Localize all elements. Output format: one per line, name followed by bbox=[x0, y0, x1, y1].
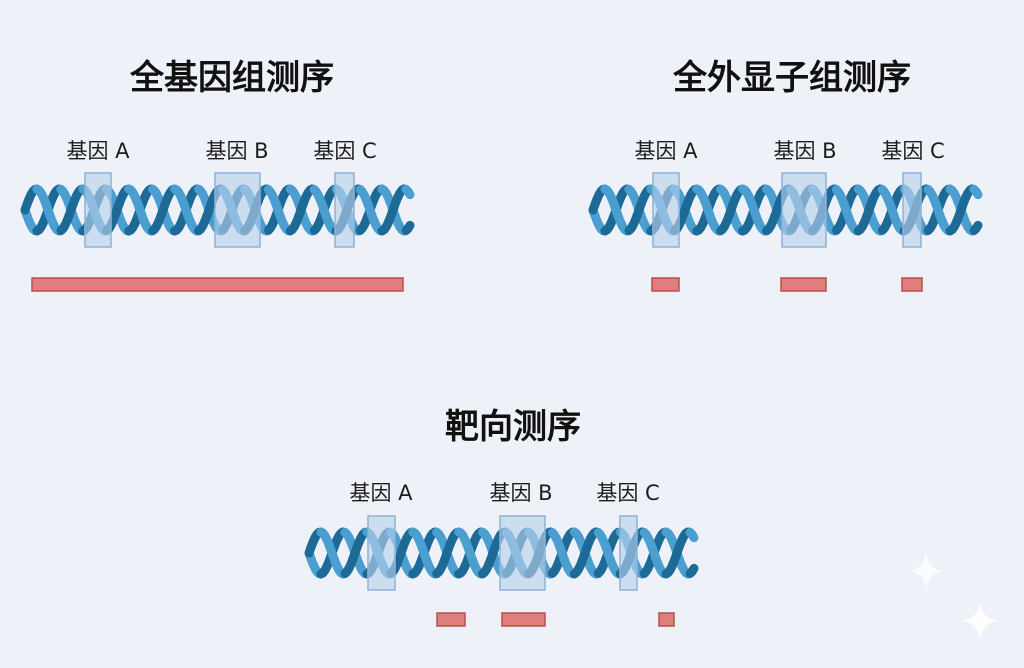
gene-label-b: 基因 B bbox=[773, 139, 836, 163]
sequencing-read-exon-b bbox=[780, 277, 827, 292]
gene-region-a bbox=[652, 172, 680, 248]
gene-region-b bbox=[781, 172, 827, 248]
panel-targeted: 靶向测序 基因 A 基因 B 基因 C bbox=[304, 407, 699, 627]
sequencing-read-exon-a bbox=[651, 277, 680, 292]
gene-region-c bbox=[619, 515, 638, 591]
dna-helix bbox=[20, 184, 415, 236]
panel-title: 靶向测序 bbox=[445, 407, 581, 447]
sparkle-icon bbox=[910, 552, 942, 590]
dna-strand-2 bbox=[403, 220, 415, 234]
gene-label-b: 基因 B bbox=[205, 139, 268, 163]
sequencing-read-target-2 bbox=[501, 612, 546, 627]
sequencing-read-target-1 bbox=[436, 612, 466, 627]
dna-strand-1 bbox=[687, 529, 699, 543]
dna-strand-2 bbox=[971, 220, 983, 234]
gene-label-a: 基因 A bbox=[66, 139, 130, 163]
gene-label-b: 基因 B bbox=[489, 481, 552, 505]
gene-label-a: 基因 A bbox=[634, 139, 698, 163]
dna-strand-1 bbox=[971, 186, 983, 200]
dna-strand-1 bbox=[403, 186, 415, 200]
gene-region-c bbox=[334, 172, 355, 248]
dna-strand-2 bbox=[687, 563, 699, 577]
sparkle-icon bbox=[963, 602, 997, 640]
gene-label-c: 基因 C bbox=[881, 139, 944, 163]
panel-wes: 全外显子组测序 基因 A 基因 B 基因 C bbox=[588, 58, 983, 292]
gene-region-b bbox=[499, 515, 546, 591]
sequencing-read-exon-c bbox=[901, 277, 923, 292]
gene-label-c: 基因 C bbox=[596, 481, 659, 505]
panel-wgs: 全基因组测序 基因 A 基因 B 基因 C bbox=[20, 58, 415, 292]
gene-region-a bbox=[367, 515, 396, 591]
panel-title: 全基因组测序 bbox=[129, 58, 334, 98]
sequencing-read-target-3 bbox=[658, 612, 675, 627]
panel-title: 全外显子组测序 bbox=[672, 58, 911, 98]
gene-label-c: 基因 C bbox=[313, 139, 376, 163]
gene-region-c bbox=[902, 172, 922, 248]
gene-region-a bbox=[84, 172, 112, 248]
sequencing-read-full bbox=[31, 277, 404, 292]
gene-label-a: 基因 A bbox=[349, 481, 413, 505]
gene-region-b bbox=[214, 172, 261, 248]
